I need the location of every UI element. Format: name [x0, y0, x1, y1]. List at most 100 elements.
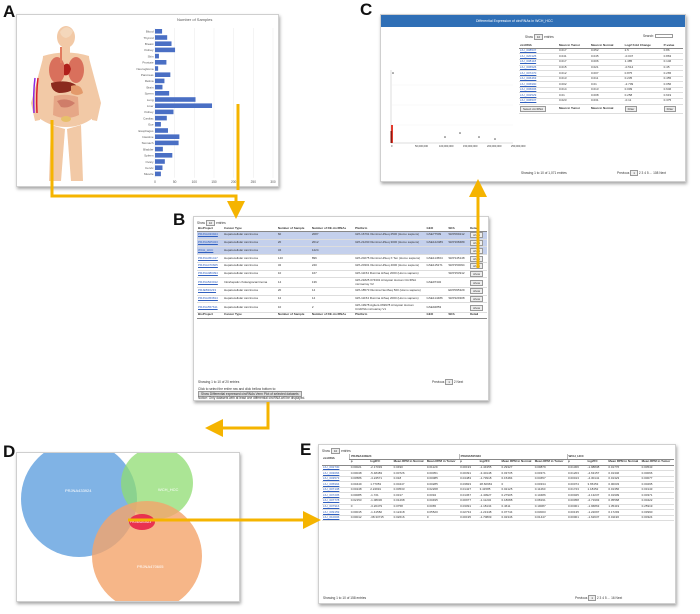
circrna-link[interactable]: LIU_009159: [322, 509, 350, 516]
b-col-header[interactable]: GEO: [425, 226, 448, 232]
c-col-header[interactable]: Mean in Tumor: [557, 43, 590, 49]
circrna-link[interactable]: LIU_006606: [519, 87, 558, 94]
bioproject-link[interactable]: PRJNA557611: [197, 302, 224, 313]
circrna-link[interactable]: LIU_005994: [322, 481, 350, 488]
circrna-link[interactable]: LIU_003066: [322, 470, 350, 477]
bioproject-link[interactable]: PRJNA480394: [197, 270, 224, 279]
circrna-link[interactable]: LIU_007916: [322, 504, 350, 511]
venn-plot-button[interactable]: Show Differential expressed circRNAs Ven…: [198, 391, 302, 397]
e-page-1[interactable]: 1: [588, 595, 596, 601]
c-col-header[interactable]: Log2 Fold Change: [623, 43, 663, 49]
c-next-button[interactable]: Next: [659, 171, 666, 175]
detail-button[interactable]: show: [470, 296, 484, 303]
circrna-link[interactable]: LIU_006990: [519, 81, 558, 88]
page-length-select[interactable]: 10: [533, 34, 544, 40]
e-page-2[interactable]: 2: [596, 596, 599, 600]
circrna-link[interactable]: LIU_008118: [519, 59, 558, 66]
e-sub-header[interactable]: Mean RPM in Normal: [392, 459, 426, 466]
detail-button[interactable]: show: [470, 247, 484, 254]
e-sub-header[interactable]: log2FC: [586, 459, 608, 466]
circrna-link[interactable]: LIU_007205: [322, 492, 350, 500]
e-sub-header[interactable]: Mean RPM in Tumor: [640, 459, 674, 466]
bioproject-link[interactable]: PRJNA470605: [197, 262, 224, 271]
c-col-header[interactable]: circRNA: [519, 43, 558, 49]
b-page-1[interactable]: 1: [445, 379, 453, 385]
filter-log2fc-input[interactable]: Filter: [624, 105, 638, 112]
circrna-link[interactable]: LIU_020125: [519, 53, 558, 60]
e-sub-header[interactable]: p: [567, 459, 587, 466]
bioproject-link[interactable]: WCH_HCC: [197, 246, 224, 256]
e-page-last[interactable]: 16: [611, 596, 615, 600]
circrna-link[interactable]: LIU_007778: [322, 498, 350, 505]
bioproject-link[interactable]: PRJNA523012: [197, 277, 224, 288]
bioproject-link[interactable]: PRJNA433924: [197, 231, 224, 240]
c-col-header[interactable]: Mean in Normal: [589, 43, 624, 49]
b-col-header[interactable]: Number of Sample: [276, 226, 311, 232]
c-prev-button[interactable]: Previous: [617, 171, 630, 175]
e-sub-header[interactable]: p: [459, 459, 479, 466]
b-col-header[interactable]: Cancer Type: [223, 226, 277, 232]
detail-button[interactable]: show: [470, 288, 484, 295]
c-page-last[interactable]: 108: [653, 171, 659, 175]
bioproject-link[interactable]: PRJNA453814: [197, 295, 224, 304]
e-sub-header[interactable]: Mean RPM in Normal: [500, 459, 534, 466]
e-page-5[interactable]: 5: [604, 596, 607, 600]
detail-button[interactable]: show: [470, 239, 484, 246]
table-cell: 0.00371: [533, 470, 568, 477]
e-next-button[interactable]: Next: [615, 596, 623, 600]
e-sub-header[interactable]: Mean RPM in Tumor: [425, 459, 460, 466]
circrna-link[interactable]: LIU_007138: [322, 487, 350, 494]
c-col-header[interactable]: P-value: [662, 43, 683, 49]
e-sub-header[interactable]: log2FC: [369, 459, 393, 466]
circrna-link[interactable]: LIU_010006: [322, 515, 350, 522]
bioproject-link[interactable]: PRJEB30233: [197, 287, 224, 296]
detail-button[interactable]: show: [470, 279, 484, 286]
detail-button[interactable]: show: [470, 304, 484, 311]
e-sub-header[interactable]: log2FC: [478, 459, 501, 466]
circrna-link[interactable]: LIU_008537: [519, 48, 558, 55]
circrna-link[interactable]: LIU_003573: [322, 476, 350, 483]
circrna-link[interactable]: LIU_002730: [322, 465, 350, 472]
bioproject-link[interactable]: PRJNA451417: [197, 254, 224, 263]
b-col-header[interactable]: Number of DE circRNAs: [310, 226, 355, 232]
detail-button[interactable]: show: [470, 271, 484, 278]
b-col-header[interactable]: BioProject: [197, 226, 224, 232]
e-sub-header[interactable]: Mean RPM in Normal: [607, 459, 641, 466]
e-page-4[interactable]: 4: [602, 596, 604, 600]
bioproject-link[interactable]: PRJNA505323: [197, 239, 224, 248]
e-sub-header[interactable]: Mean RPM in Tumor: [533, 459, 568, 466]
c-page-5[interactable]: 5: [646, 171, 649, 175]
b-col-header[interactable]: Platform: [354, 226, 426, 232]
search-input[interactable]: [654, 34, 673, 39]
circrna-link[interactable]: LIU_002529: [519, 92, 558, 99]
e-col-header-circrna[interactable]: circRNA: [322, 454, 350, 466]
circrna-link[interactable]: LIU_006526: [519, 65, 558, 72]
detail-button[interactable]: show: [470, 263, 484, 270]
b-page-2[interactable]: 2: [453, 380, 456, 384]
filter-pvalue-input[interactable]: Filter: [663, 105, 677, 112]
b-prev-button[interactable]: Previous: [432, 380, 445, 384]
c-page-1[interactable]: 1: [630, 170, 638, 176]
e-sub-header[interactable]: p: [349, 459, 370, 466]
detail-button[interactable]: show: [470, 255, 484, 262]
b-next-button[interactable]: Next: [456, 380, 464, 384]
select-circrna-input[interactable]: Select circRNA: [520, 105, 547, 112]
e-prev-button[interactable]: Previous: [575, 596, 588, 600]
c-page-4[interactable]: 4: [644, 171, 646, 175]
circrna-link[interactable]: LIU_007270: [519, 70, 558, 77]
circrna-link[interactable]: LIU_006537: [519, 98, 558, 105]
circrna-link[interactable]: LIU_006463: [519, 76, 558, 83]
c-page-2[interactable]: 2: [638, 171, 641, 175]
detail-button[interactable]: show: [470, 232, 484, 239]
b-col-header[interactable]: SRA: [447, 226, 470, 232]
